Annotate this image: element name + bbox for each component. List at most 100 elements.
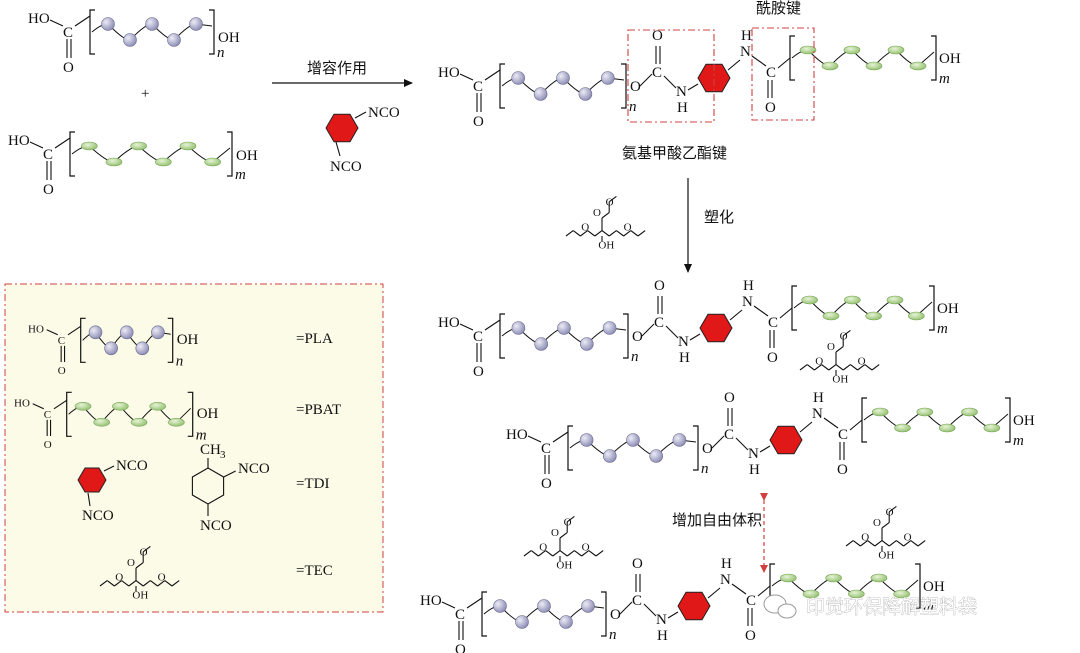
oxygen-label: O bbox=[827, 341, 835, 353]
pbat-bead bbox=[149, 401, 166, 411]
bond-line bbox=[587, 230, 596, 237]
bond-line bbox=[594, 230, 603, 237]
ho-label: HO bbox=[28, 323, 44, 335]
pla-bead bbox=[493, 599, 507, 613]
pbat-chain: m bbox=[66, 391, 207, 443]
bond-line bbox=[867, 540, 876, 547]
bond-line bbox=[552, 550, 561, 557]
bond-line bbox=[759, 445, 771, 453]
hydrogen: H bbox=[813, 390, 824, 406]
pla-bead bbox=[557, 321, 571, 335]
bracket-left bbox=[789, 35, 795, 81]
ho-label: HO bbox=[420, 593, 442, 609]
bond-line bbox=[150, 580, 158, 587]
carbonyl-carbon: C bbox=[838, 427, 848, 443]
carbon-label: C bbox=[455, 607, 465, 623]
nco-label: NCO bbox=[238, 461, 270, 477]
bond-line bbox=[864, 364, 873, 371]
pla-chain: n bbox=[80, 317, 183, 369]
carbon-label: C bbox=[43, 147, 53, 163]
bond-line bbox=[565, 230, 574, 237]
bond-line bbox=[881, 522, 890, 529]
bond-line bbox=[850, 364, 858, 371]
nitrogen: N bbox=[720, 572, 731, 588]
pbat-bead bbox=[870, 573, 888, 583]
nitrogen: N bbox=[748, 446, 759, 462]
urethane-label: 氨基甲酸乙酯键 bbox=[622, 144, 727, 162]
legend-pla: =PLA bbox=[296, 331, 333, 347]
pla-bead bbox=[534, 337, 549, 351]
bracket-right bbox=[693, 425, 699, 471]
bond-line bbox=[888, 505, 897, 513]
oxygen-label: O bbox=[44, 439, 52, 451]
pla-bead bbox=[579, 337, 594, 351]
oxygen-label: O bbox=[127, 557, 135, 569]
pla-bead bbox=[135, 341, 150, 356]
bond-line bbox=[735, 437, 749, 451]
bond-line bbox=[128, 580, 137, 587]
pla-bead bbox=[511, 321, 526, 335]
pbat-bead bbox=[844, 295, 861, 305]
bond-line bbox=[142, 545, 151, 553]
plasticize-label: 塑化 bbox=[704, 208, 734, 226]
bond-line bbox=[106, 580, 115, 587]
pbat-bead bbox=[81, 141, 98, 151]
bracket-left bbox=[89, 9, 95, 55]
bond-line bbox=[835, 346, 844, 353]
bond-line bbox=[29, 141, 44, 149]
bond-line bbox=[608, 195, 617, 203]
legend-tec: =TEC bbox=[296, 563, 333, 579]
bond-line bbox=[441, 601, 456, 609]
tdi-ring bbox=[699, 313, 733, 343]
ester-oxygen: O bbox=[630, 79, 641, 95]
bond-line bbox=[67, 325, 82, 336]
bond-line bbox=[753, 305, 769, 317]
pbat-bead bbox=[908, 311, 925, 321]
bond-line bbox=[559, 550, 568, 557]
bond-line bbox=[581, 550, 590, 557]
bond-line bbox=[777, 57, 791, 69]
bond-line bbox=[53, 399, 68, 410]
bond-line bbox=[527, 435, 542, 443]
bond-line bbox=[566, 515, 575, 523]
bond-line bbox=[623, 230, 632, 237]
bracket-left bbox=[499, 63, 505, 109]
pla-chain: n bbox=[499, 313, 639, 365]
carbonyl-oxygen: O bbox=[765, 100, 776, 116]
oxygen-label: O bbox=[873, 517, 881, 529]
terminal-oh: OH bbox=[177, 332, 199, 348]
pla-bead bbox=[101, 17, 115, 31]
watermark-text: 印觉环保降解塑料袋 bbox=[806, 596, 977, 618]
pla-bead bbox=[581, 599, 595, 613]
pbat-bead bbox=[909, 61, 927, 71]
oxygen-label: O bbox=[581, 222, 589, 234]
bond-line bbox=[687, 83, 699, 91]
bond-line bbox=[335, 141, 341, 157]
carbonyl-carbon: C bbox=[654, 315, 664, 331]
bond-line bbox=[707, 587, 721, 599]
carbonyl-oxygen: O bbox=[724, 390, 735, 406]
pbat-bead bbox=[112, 401, 129, 411]
bond-line bbox=[459, 323, 474, 331]
bond-line bbox=[637, 230, 646, 237]
pbat-bead bbox=[799, 45, 817, 55]
bond-line bbox=[806, 364, 815, 371]
oxygen-label: O bbox=[904, 532, 912, 544]
hydroxyl-label: OH bbox=[878, 550, 894, 562]
pla-chain: n bbox=[481, 591, 617, 643]
pla-bead bbox=[559, 615, 573, 629]
bond-line bbox=[74, 15, 91, 27]
bracket-right bbox=[915, 563, 921, 609]
bracket-right bbox=[187, 391, 194, 437]
pbat-bead bbox=[179, 141, 197, 151]
